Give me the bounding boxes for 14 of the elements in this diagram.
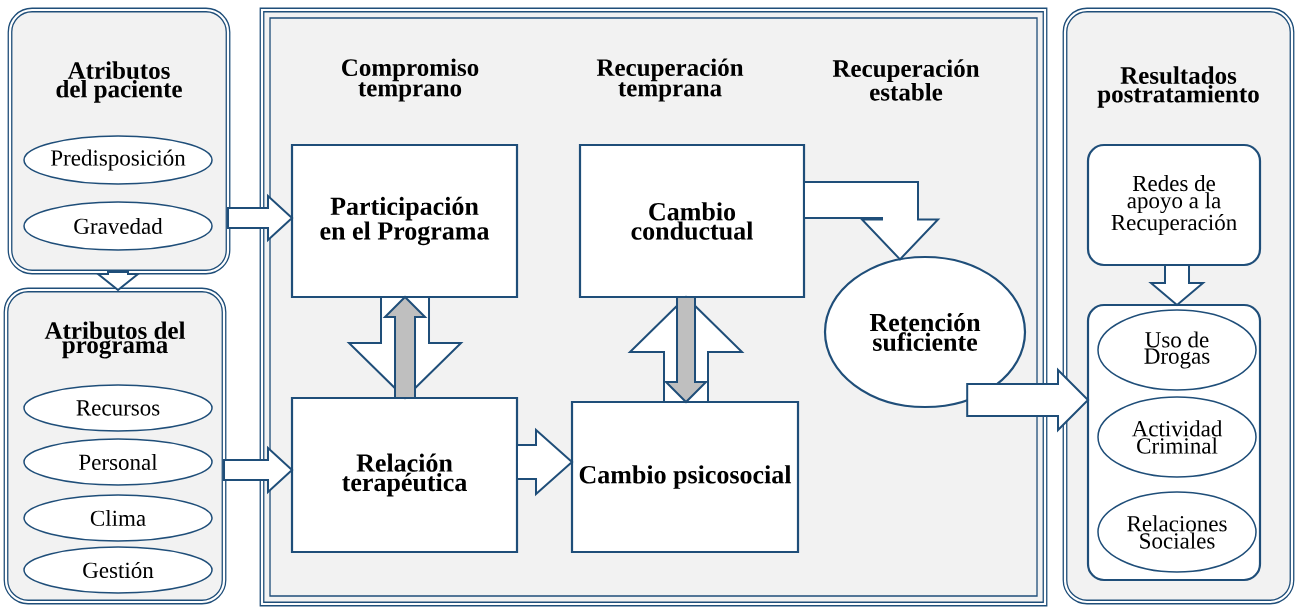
block-arrow <box>223 445 294 495</box>
process-box: Participación en el Programa <box>290 143 519 299</box>
support-box: Redes de apoyo a la Recuperación <box>1086 143 1262 267</box>
process-box: Cambio psicosocial <box>570 400 800 554</box>
block-arrow <box>227 193 294 243</box>
block-arrow <box>803 181 941 261</box>
process-box: Cambio conductual <box>578 143 806 299</box>
block-arrow <box>1148 264 1206 307</box>
process-box: Relación terapéutica <box>290 396 519 554</box>
block-arrow <box>663 296 709 404</box>
block-arrow <box>516 427 574 497</box>
block-arrow <box>382 295 428 399</box>
block-arrow <box>95 271 141 292</box>
block-arrow <box>966 367 1090 433</box>
